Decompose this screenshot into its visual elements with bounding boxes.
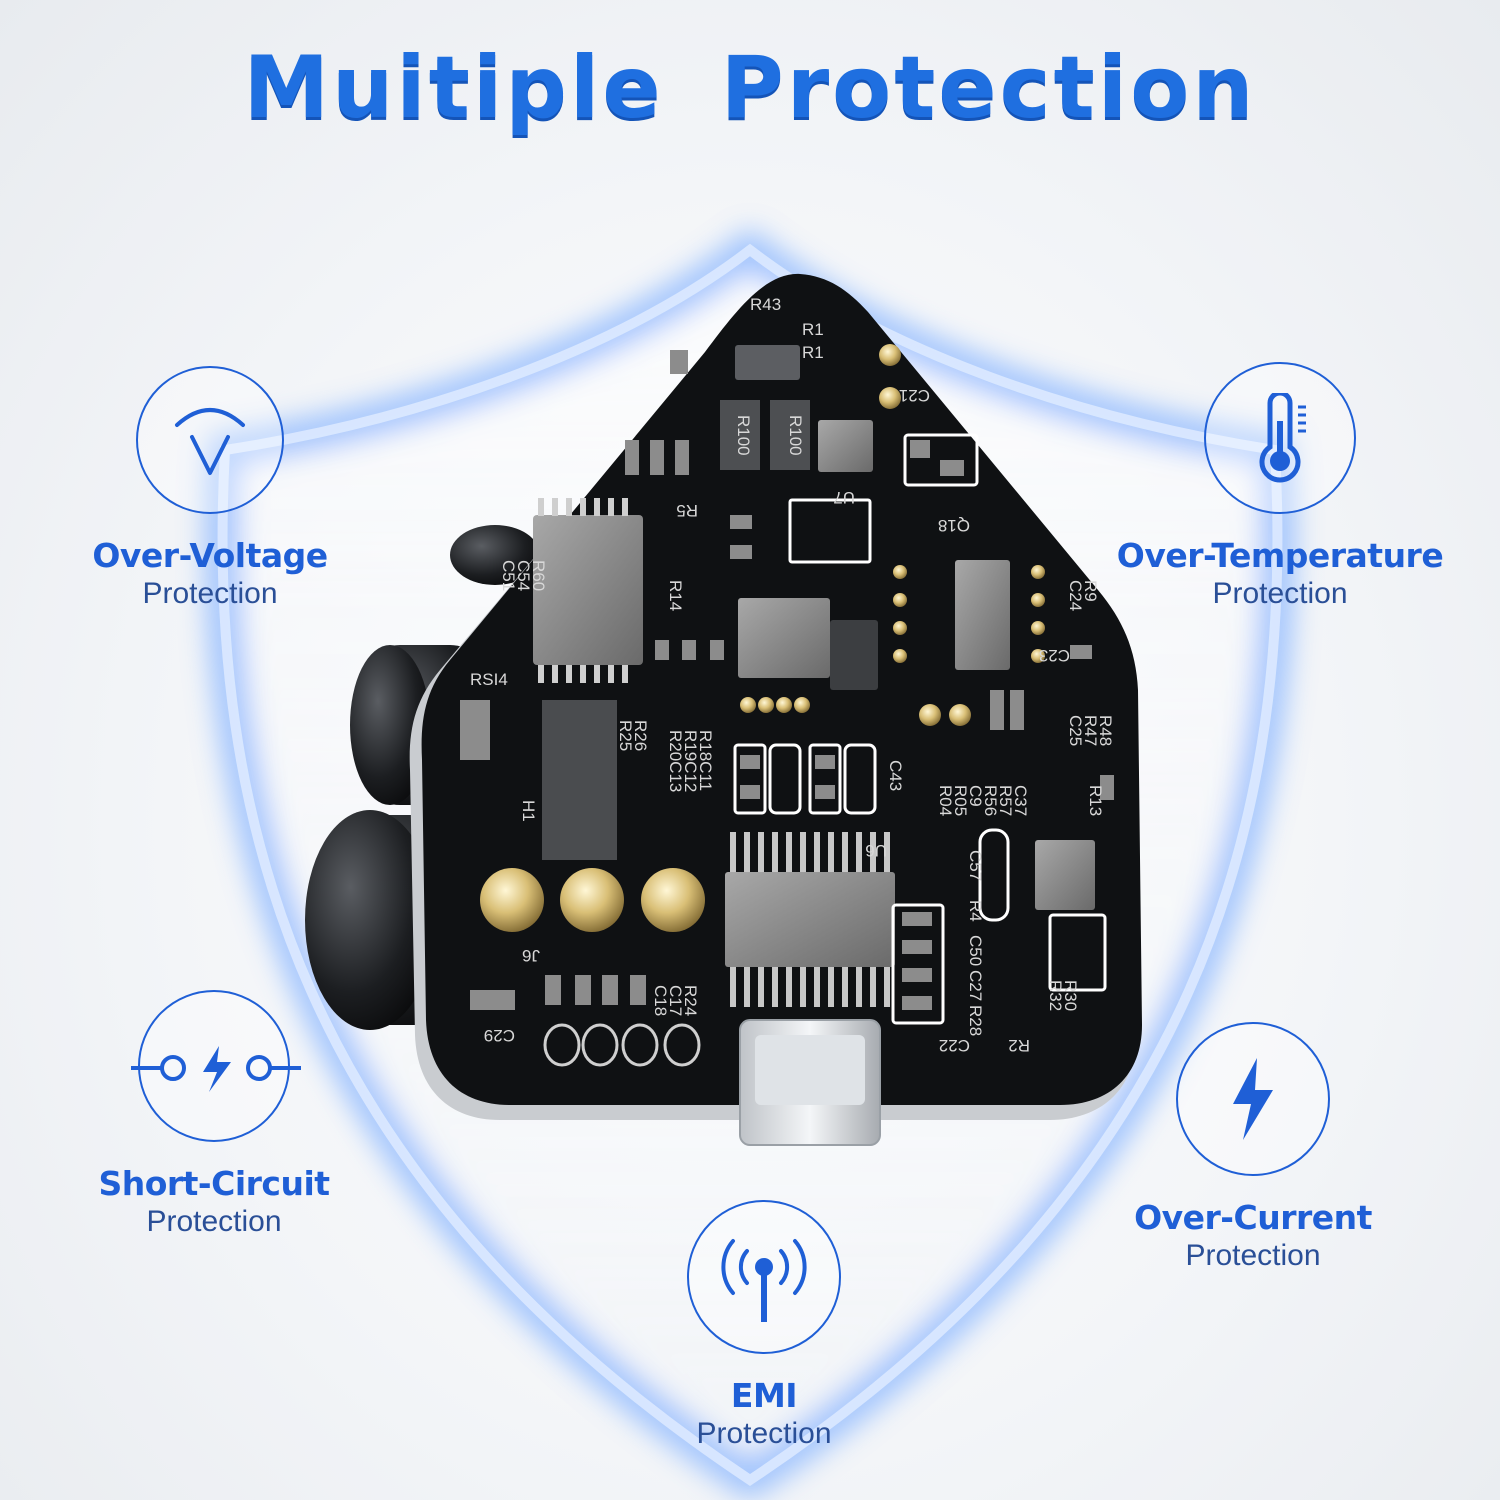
silkscreen-label: Q18 bbox=[938, 516, 970, 535]
silkscreen-label: C22 bbox=[939, 1036, 970, 1055]
feature-icon-ring bbox=[1176, 1022, 1330, 1176]
silkscreen-label: C25 bbox=[1066, 715, 1085, 746]
silkscreen-label: R30 bbox=[1061, 980, 1080, 1011]
feature-icon-ring bbox=[131, 990, 301, 1142]
pin-bottom bbox=[305, 810, 435, 1030]
feature-subtitle: Protection bbox=[146, 1205, 282, 1238]
pin-top bbox=[450, 525, 540, 585]
silkscreen-label: R32 bbox=[1046, 980, 1065, 1011]
silkscreen-label: R13 bbox=[1086, 785, 1105, 816]
silkscreen-label: R48 bbox=[1096, 715, 1115, 746]
silkscreen-label: C54 bbox=[514, 560, 533, 591]
antenna-signal-icon bbox=[721, 1239, 807, 1322]
silkscreen-label: R1 bbox=[802, 320, 824, 339]
silkscreen-label: R28 bbox=[966, 1005, 985, 1036]
silkscreen-label: R19C12 bbox=[681, 730, 700, 792]
silkscreen-label: U7 bbox=[833, 488, 855, 507]
feature-over-voltage: Over-Voltage Protection bbox=[60, 366, 360, 611]
silkscreen-label: C37 bbox=[1011, 785, 1030, 816]
silkscreen-label: R05 bbox=[951, 785, 970, 816]
feature-icon-ring bbox=[1204, 362, 1356, 514]
lightning-bolt-icon bbox=[1233, 1058, 1273, 1140]
silkscreen-label: R60 bbox=[529, 560, 548, 591]
silkscreen-label: R9 bbox=[1081, 580, 1100, 602]
feature-subtitle: Protection bbox=[696, 1417, 832, 1450]
feature-short-circuit: Short-Circuit Protection bbox=[64, 990, 364, 1239]
silkscreen-label: R100 bbox=[734, 415, 753, 456]
silkscreen-label: R2 bbox=[1008, 1036, 1030, 1055]
silkscreen-label: R4 bbox=[966, 900, 985, 922]
silkscreen-label: R57 bbox=[996, 785, 1015, 816]
short-circuit-icon bbox=[131, 1046, 301, 1092]
silkscreen-label: R1 bbox=[802, 343, 824, 362]
feature-over-current: Over-Current Protection bbox=[1103, 1022, 1403, 1273]
silkscreen-label: C23 bbox=[1039, 646, 1070, 665]
silkscreen-label: R04 bbox=[936, 785, 955, 816]
silkscreen-label: C9 bbox=[966, 785, 985, 807]
feature-title: Over-Current bbox=[1134, 1198, 1372, 1237]
page-title: Muitiple Protection bbox=[243, 38, 1257, 138]
silkscreen-label: R14 bbox=[666, 580, 685, 611]
silkscreen-label: U6 bbox=[865, 841, 887, 860]
silkscreen-label: R18C11 bbox=[696, 730, 715, 791]
silkscreen-label: C43 bbox=[886, 760, 905, 791]
silkscreen-label: R47 bbox=[1081, 715, 1100, 746]
silkscreen-label: RSI4 bbox=[470, 670, 508, 689]
silkscreen-label: R100 bbox=[786, 415, 805, 456]
silkscreen-label: R43 bbox=[750, 295, 781, 314]
feature-icon-ring bbox=[136, 366, 284, 514]
silkscreen-label: C21 bbox=[899, 386, 930, 405]
feature-subtitle: Protection bbox=[1212, 577, 1348, 610]
silkscreen-label: C17 bbox=[666, 985, 685, 1016]
feature-emi: EMI Protection bbox=[614, 1200, 914, 1451]
feature-subtitle: Protection bbox=[1185, 1239, 1321, 1272]
silkscreen-label: C29 bbox=[484, 1026, 515, 1045]
silkscreen-label: R25 bbox=[616, 720, 635, 751]
silkscreen-label: C57 bbox=[966, 850, 985, 881]
silkscreen-label: C24 bbox=[1066, 580, 1085, 611]
silkscreen-label: C51 bbox=[499, 560, 518, 591]
silkscreen-label: R56 bbox=[981, 785, 1000, 816]
silkscreen-label: J6 bbox=[522, 946, 540, 965]
thermometer-icon bbox=[1259, 393, 1306, 483]
silkscreen-label: R20C13 bbox=[666, 730, 685, 792]
feature-subtitle: Protection bbox=[142, 577, 278, 610]
silkscreen-label: C27 bbox=[966, 970, 985, 1001]
voltage-arc-icon bbox=[175, 408, 245, 475]
silkscreen-label: C50 bbox=[966, 935, 985, 966]
feature-title: EMI bbox=[730, 1376, 798, 1415]
silkscreen-label: R26 bbox=[631, 720, 650, 751]
silkscreen-label: H1 bbox=[519, 800, 538, 822]
silkscreen-label: R24 bbox=[681, 985, 700, 1016]
feature-title: Over-Temperature bbox=[1116, 536, 1444, 575]
feature-title: Short-Circuit bbox=[98, 1164, 330, 1203]
feature-over-temperature: Over-Temperature Protection bbox=[1080, 362, 1480, 611]
feature-icon-ring bbox=[687, 1200, 841, 1354]
feature-title: Over-Voltage bbox=[92, 536, 328, 575]
silkscreen-label: R5 bbox=[676, 501, 698, 520]
silkscreen-label: C18 bbox=[651, 985, 670, 1016]
